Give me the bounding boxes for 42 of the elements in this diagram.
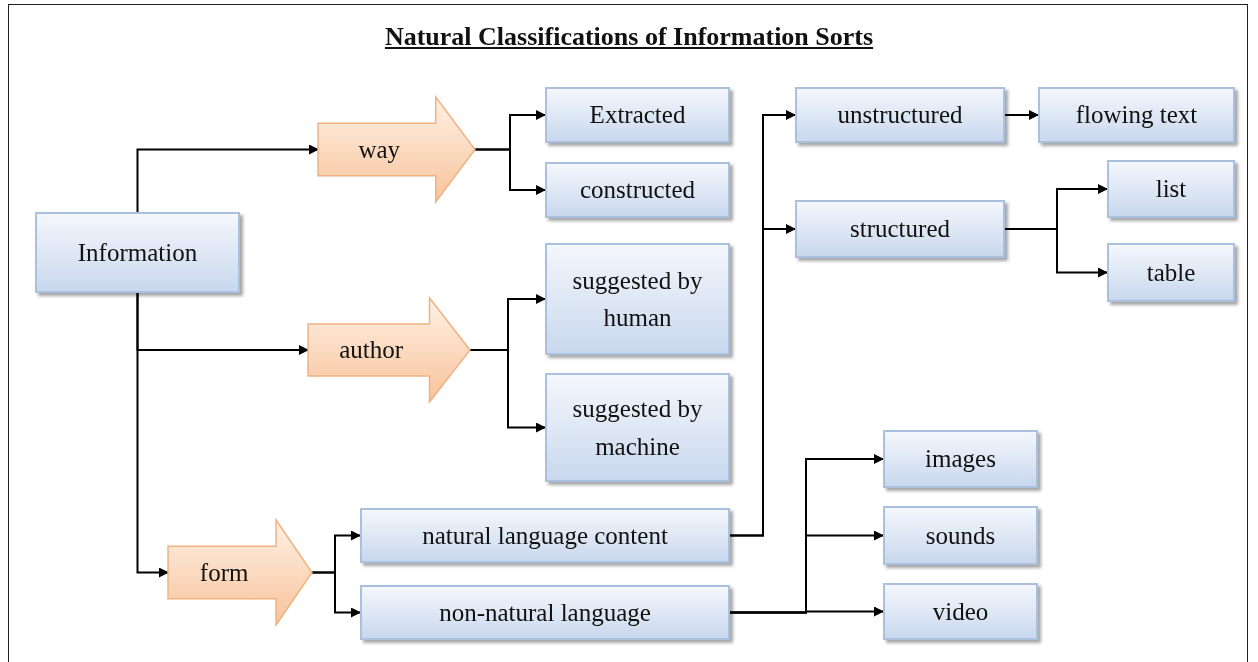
box-label: list bbox=[1154, 174, 1188, 205]
connector-arrow bbox=[1004, 110, 1039, 120]
connector-arrow bbox=[136, 144, 319, 213]
connector-arrow bbox=[1004, 228, 1108, 278]
process-box bbox=[1107, 243, 1235, 302]
process-box bbox=[883, 583, 1038, 640]
process-box bbox=[883, 430, 1038, 488]
process-box bbox=[35, 212, 240, 293]
box-label: non-natural language bbox=[438, 597, 652, 628]
box-label: unstructured bbox=[836, 100, 964, 131]
connector-arrow bbox=[729, 606, 884, 617]
process-box bbox=[545, 373, 730, 482]
box-label: table bbox=[1145, 257, 1197, 288]
connector-arrow bbox=[311, 571, 361, 618]
diagram-title: Natural Classifications of Information Sorts bbox=[384, 22, 874, 51]
process-box bbox=[545, 243, 730, 355]
process-box bbox=[545, 87, 730, 143]
box-label: constructed bbox=[578, 175, 697, 206]
process-box bbox=[795, 200, 1005, 258]
arrow-label: form bbox=[198, 557, 250, 588]
process-box bbox=[360, 585, 730, 640]
process-box bbox=[883, 506, 1038, 565]
process-box bbox=[795, 87, 1005, 143]
process-box bbox=[1038, 87, 1235, 143]
box-label: natural language content bbox=[421, 520, 669, 551]
box-label: images bbox=[924, 444, 997, 475]
arrow-label: way bbox=[357, 134, 402, 165]
process-box bbox=[545, 162, 730, 218]
process-box bbox=[360, 508, 730, 563]
box-label: structured bbox=[849, 214, 951, 245]
connector-arrow bbox=[729, 224, 796, 537]
box-label: Information bbox=[76, 237, 199, 268]
box-label: Extracted bbox=[588, 100, 687, 131]
connector-arrow bbox=[136, 292, 169, 578]
box-label: suggested by machine bbox=[571, 394, 704, 462]
connector-arrow bbox=[474, 148, 546, 195]
arrow-label: author bbox=[338, 335, 405, 366]
box-label: video bbox=[931, 596, 990, 627]
process-box bbox=[1107, 160, 1235, 218]
box-label: suggested by human bbox=[571, 265, 704, 333]
box-label: flowing text bbox=[1074, 100, 1199, 131]
box-label: sounds bbox=[924, 520, 997, 551]
